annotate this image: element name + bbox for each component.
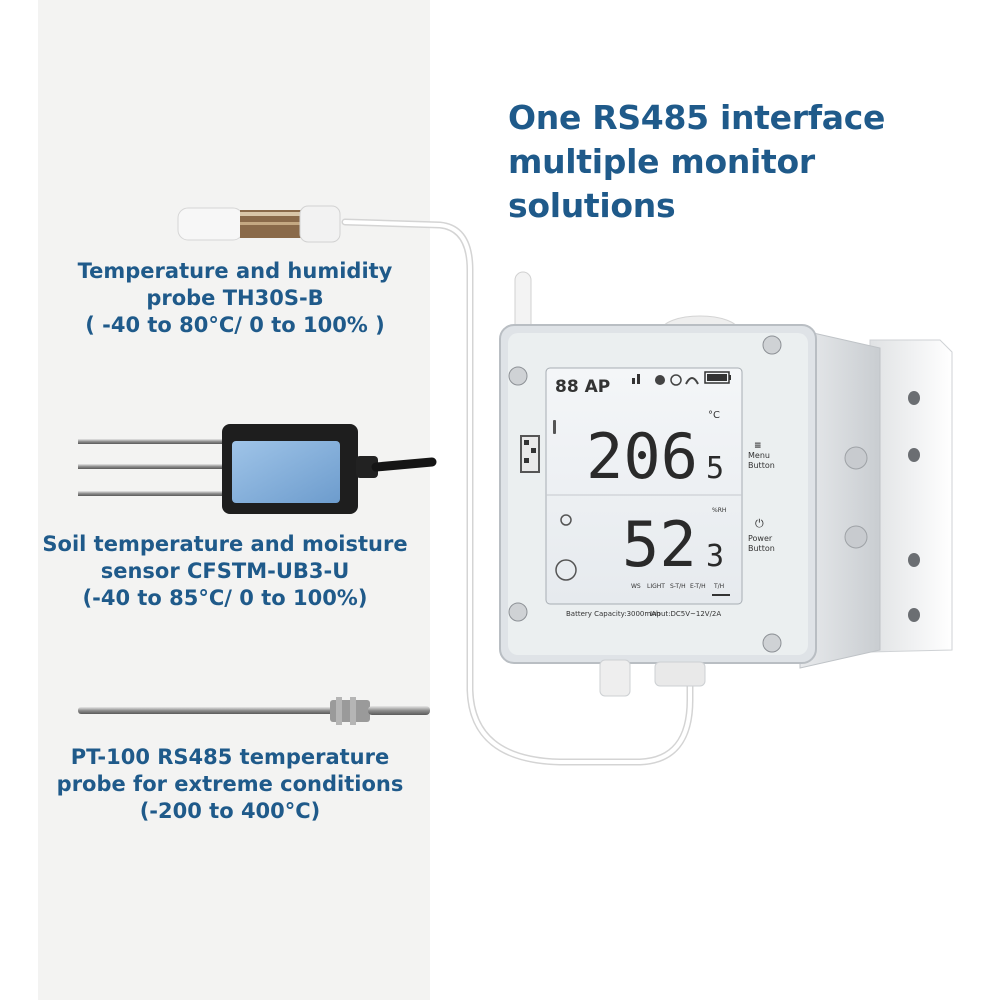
lcd-reading-bottom: 52 — [622, 508, 697, 581]
device-input-label: Input:DC5V~12V/2A — [650, 610, 721, 618]
th-probe-caption-range: ( -40 to 80°C/ 0 to 100% ) — [85, 313, 385, 337]
th-probe-image — [177, 205, 341, 243]
headline-line-2: multiple monitor solutions — [508, 142, 815, 225]
lcd-reading-bottom-decimal: 3 — [706, 539, 724, 574]
pt100-caption-line-2: probe for extreme conditions — [56, 772, 404, 796]
headline: One RS485 interface multiple monitor sol… — [508, 96, 988, 228]
menu-button-label: Menu — [748, 451, 770, 460]
lcd-mode-ws: WS — [631, 583, 641, 590]
power-icon: ⏻ — [755, 517, 764, 530]
lcd-unit-temperature: °C — [708, 410, 720, 421]
soil-sensor-caption: Soil temperature and moisture sensor CFS… — [30, 531, 420, 612]
lcd-mode-th: T/H — [713, 583, 724, 590]
pt100-caption: PT-100 RS485 temperature probe for extre… — [40, 744, 420, 825]
th-probe-caption-line-2: probe TH30S-B — [146, 286, 324, 310]
soil-sensor-caption-line-1: Soil temperature and moisture — [42, 532, 408, 556]
th-probe-caption-line-1: Temperature and humidity — [77, 259, 393, 283]
pt100-caption-range: (-200 to 400°C) — [139, 799, 321, 823]
soil-sensor-image — [78, 424, 437, 514]
pt100-caption-line-1: PT-100 RS485 temperature — [70, 745, 390, 769]
menu-icon: ≡ — [754, 441, 762, 451]
wall-bracket-image — [869, 339, 953, 653]
menu-button-label-2: Button — [748, 461, 775, 470]
lcd-reading-top: 206 — [586, 420, 698, 493]
lcd-mode-e-th: E-T/H — [690, 583, 706, 590]
soil-sensor-caption-range: (-40 to 85°C/ 0 to 100%) — [82, 586, 368, 610]
lcd-mode-s-th: S-T/H — [670, 583, 686, 590]
lcd-mode-light: LIGHT — [647, 583, 665, 590]
power-button-label: Power — [748, 534, 773, 543]
power-button-label-2: Button — [748, 544, 775, 553]
lcd-reading-top-decimal: 5 — [706, 451, 724, 486]
soil-sensor-caption-line-2: sensor CFSTM-UB3-U — [100, 559, 350, 583]
pt100-probe-image — [78, 697, 430, 725]
device-capacity-label: Battery Capacity:3000mAh — [566, 610, 660, 618]
lcd-status-text: 88 AP — [555, 377, 610, 397]
th-probe-caption: Temperature and humidity probe TH30S-B (… — [40, 258, 430, 339]
headline-line-1: One RS485 interface — [508, 98, 886, 137]
lcd-unit-humidity: %RH — [712, 507, 726, 514]
